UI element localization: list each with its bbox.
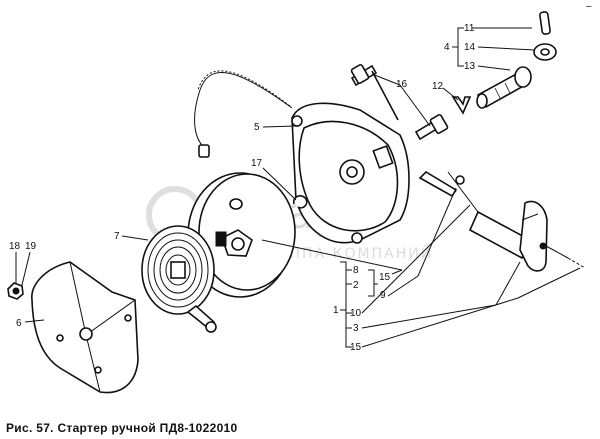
- callout-labels: 11 4 14 13 12 16 5 17 7 18 19 6 8 15 2 9…: [9, 23, 476, 353]
- part-rope: [194, 70, 293, 158]
- label-15-lower: 15: [350, 342, 362, 353]
- label-11: 11: [464, 23, 475, 34]
- part-clip-12: [451, 96, 472, 115]
- label-6: 6: [16, 318, 22, 329]
- figure-caption: Рис. 57. Стартер ручной ПД8-1022010: [6, 421, 238, 435]
- part-pin-11: [539, 11, 551, 35]
- corner-mark: –: [586, 1, 592, 12]
- label-1: 1: [333, 305, 339, 316]
- label-16: 16: [396, 79, 408, 90]
- part-base-6: [31, 261, 139, 394]
- label-15-upper: 15: [379, 272, 391, 283]
- part-spring-7: [141, 225, 217, 333]
- leader-lines: [15, 27, 581, 348]
- label-10: 10: [350, 308, 362, 319]
- label-8: 8: [353, 265, 359, 276]
- label-17: 17: [251, 158, 263, 169]
- label-18: 18: [9, 241, 21, 252]
- label-14: 14: [464, 42, 476, 53]
- part-nut-18-19: [7, 282, 24, 300]
- label-12: 12: [432, 81, 444, 92]
- label-19: 19: [25, 241, 37, 252]
- part-handle: [418, 170, 586, 272]
- label-2: 2: [353, 280, 359, 291]
- part-cover-5: [291, 102, 410, 244]
- part-pulley: [187, 172, 296, 298]
- label-7: 7: [114, 231, 120, 242]
- label-3: 3: [353, 323, 359, 334]
- part-bushing-14: [533, 43, 557, 61]
- part-shaft-13: [476, 66, 532, 109]
- label-4: 4: [444, 42, 450, 53]
- label-9: 9: [380, 290, 386, 301]
- label-5: 5: [254, 122, 260, 133]
- label-13: 13: [464, 61, 476, 72]
- part-bolts-16: [350, 64, 449, 141]
